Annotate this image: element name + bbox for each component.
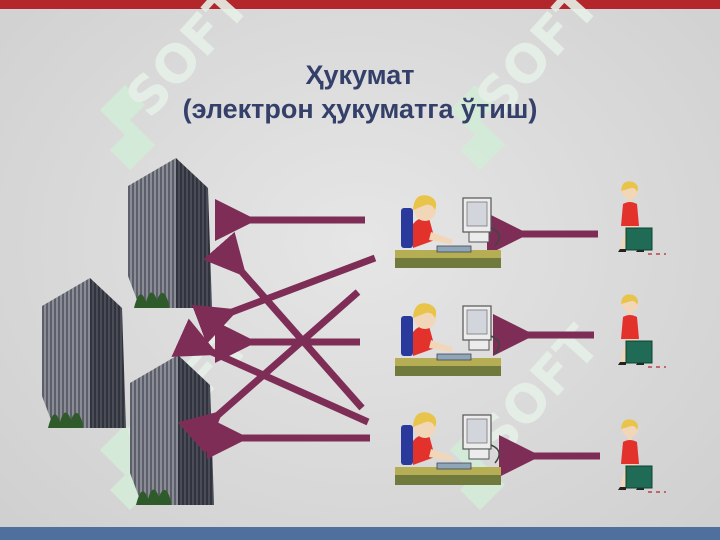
citizen-with-briefcase-icon (617, 293, 667, 368)
top-accent-bar (0, 0, 720, 9)
arrow-worker-to-building (171, 318, 370, 426)
arrow-worker-to-building (191, 254, 377, 345)
title-line-1: Ҳукумат (305, 60, 415, 90)
office-worker-at-computer-icon (394, 302, 502, 377)
slide-title: Ҳукумат (электрон ҳукуматга ўтиш) (0, 58, 720, 126)
office-worker-at-computer-icon (394, 411, 502, 486)
arrows (171, 199, 600, 477)
office-tower-icon (42, 278, 126, 428)
office-tower-icon (130, 355, 214, 505)
office-worker-at-computer-icon (394, 194, 502, 269)
arrow-worker-to-building (177, 289, 361, 454)
office-tower-icon (128, 158, 212, 308)
bottom-accent-bar (0, 527, 720, 540)
title-line-2: (электрон ҳукуматга ўтиш) (182, 94, 538, 124)
citizen-with-briefcase-icon (617, 180, 667, 255)
citizen-with-briefcase-icon (617, 418, 667, 493)
